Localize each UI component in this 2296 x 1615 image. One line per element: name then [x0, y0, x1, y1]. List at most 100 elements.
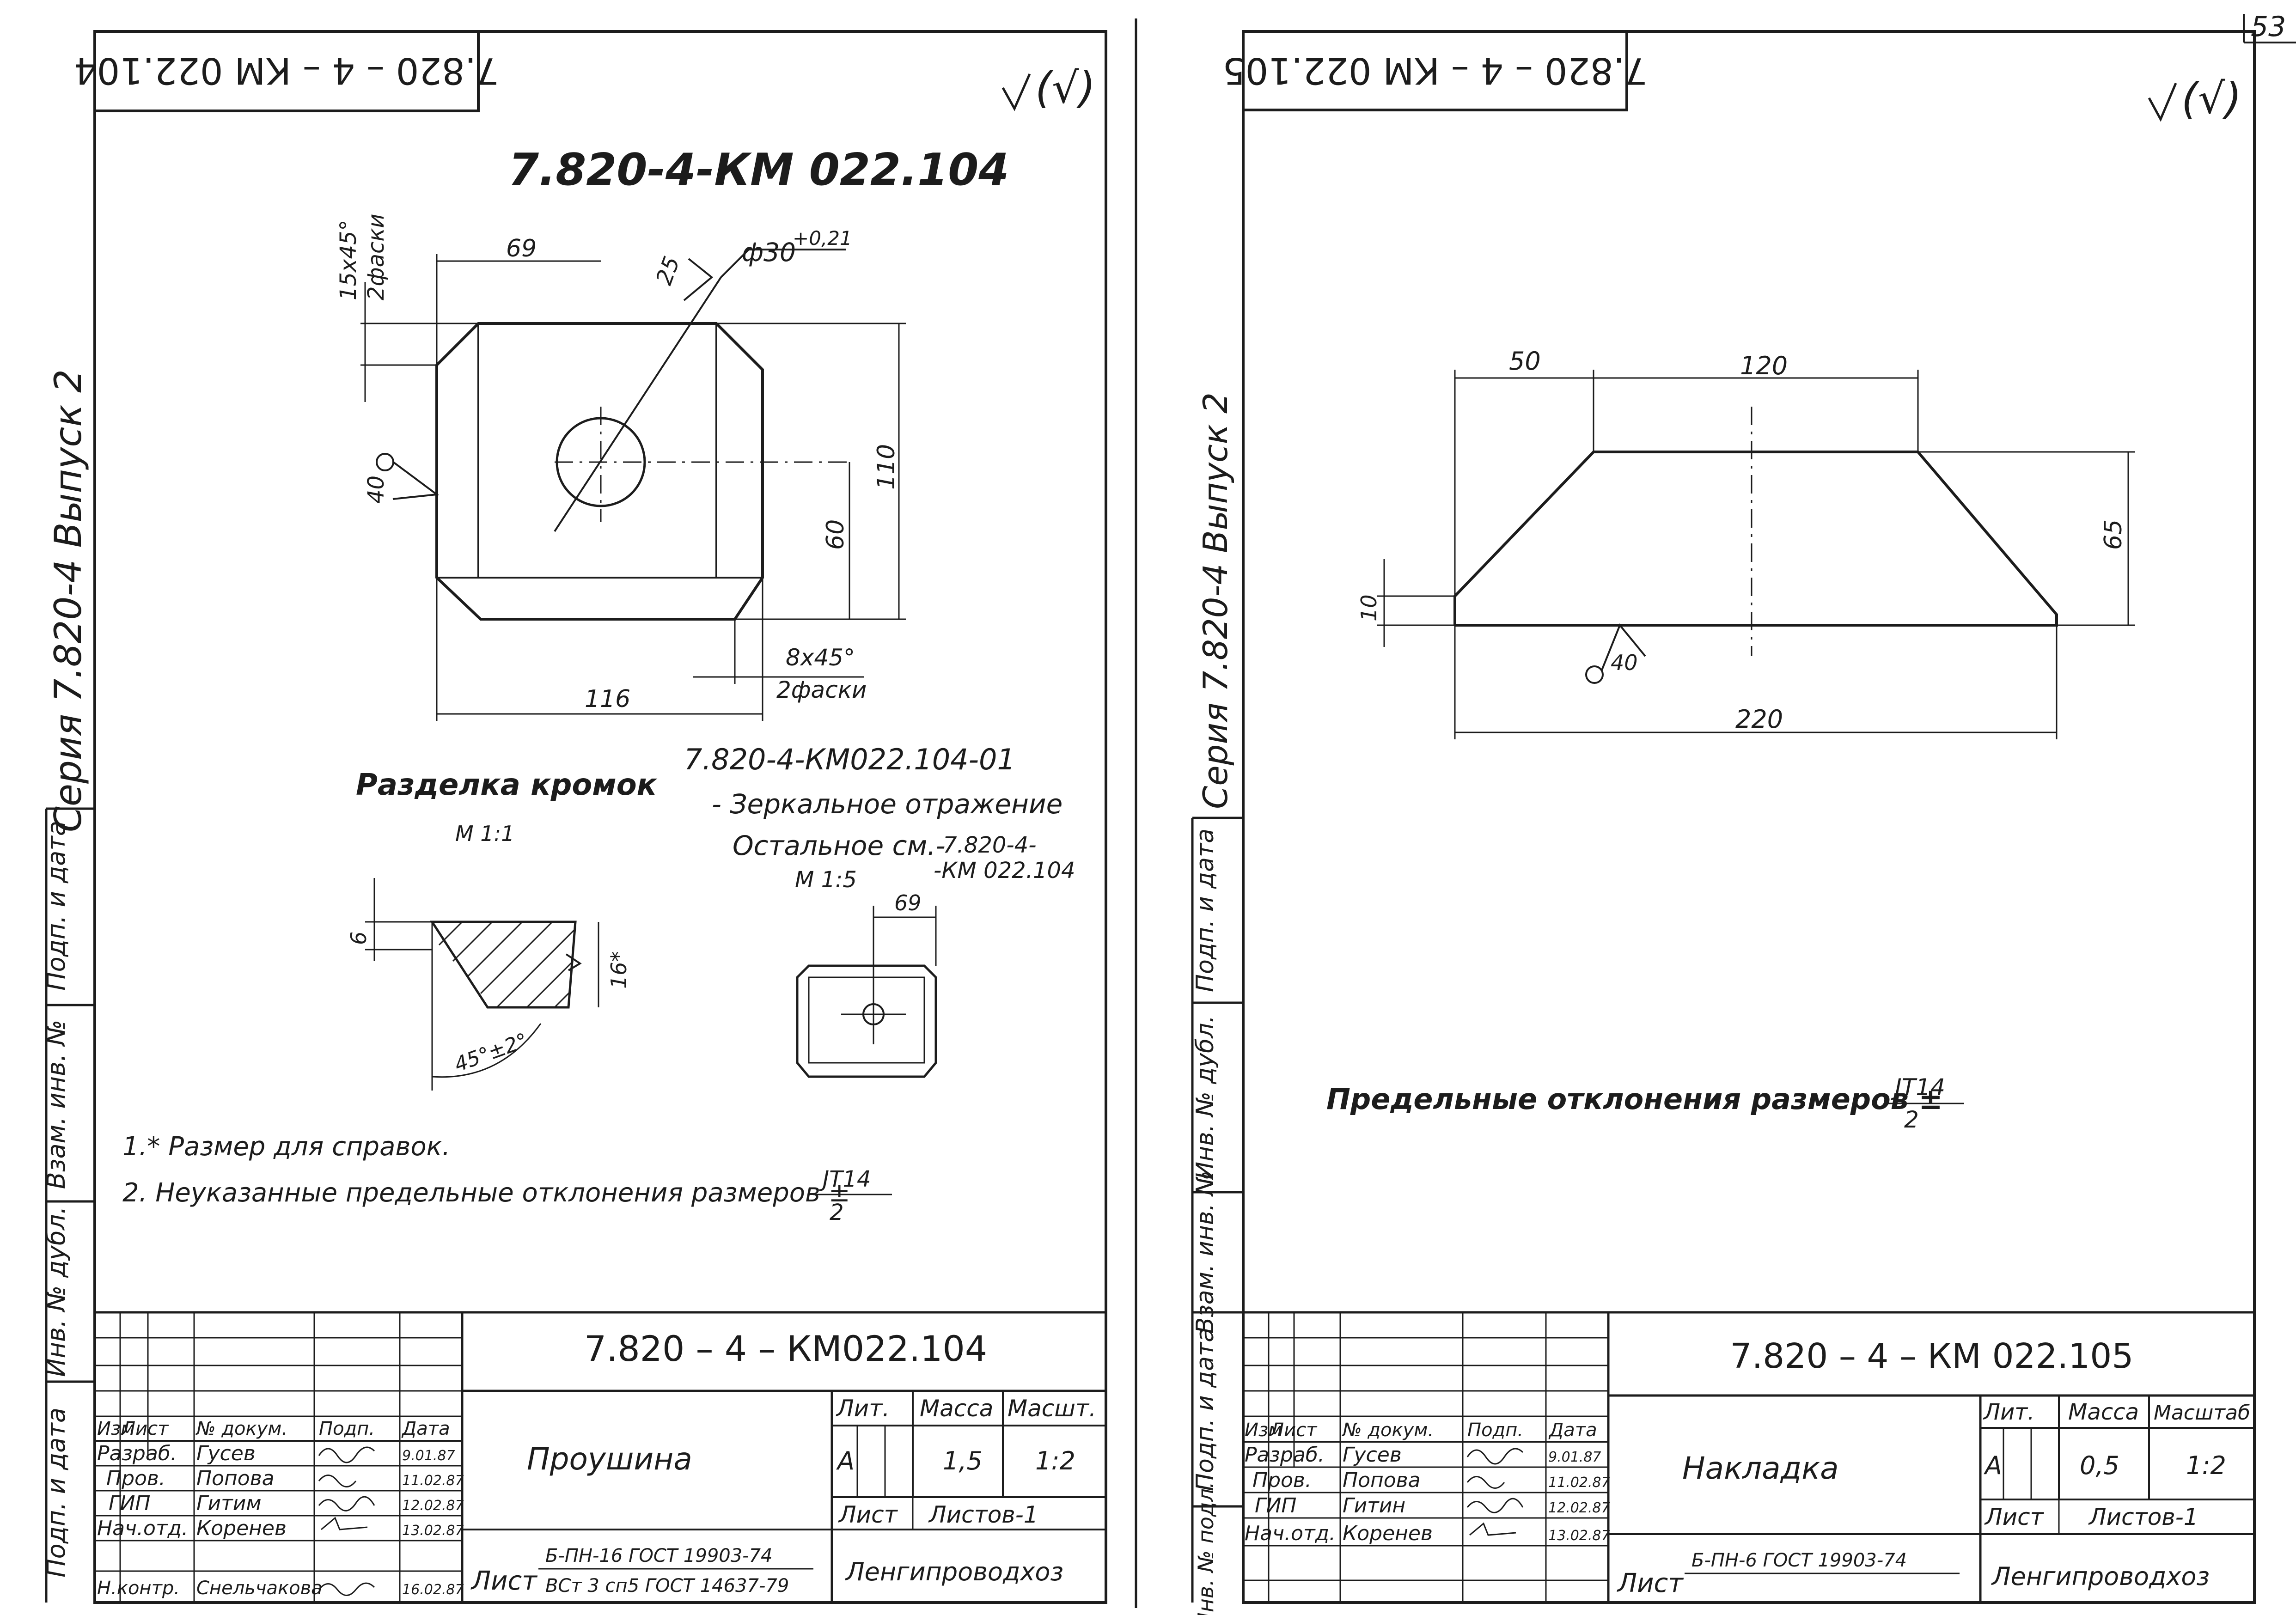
- right-side-label: Серия 7.820-4 Выпуск 2: [1196, 392, 1235, 809]
- rtb-signature-2: [1466, 1476, 1505, 1489]
- rtb-h-sign: Подп.: [1467, 1420, 1523, 1441]
- tb-role-2: Пров.: [106, 1467, 165, 1490]
- rtb-name-3: Гитин: [1343, 1494, 1405, 1517]
- tb-role-3: ГИП: [109, 1492, 151, 1515]
- rtb-name-1: Гусев: [1343, 1443, 1402, 1467]
- weld-top: 25: [651, 253, 685, 289]
- right-side-field-4: Подп. и дата: [1191, 1328, 1219, 1491]
- rtb-role-3: ГИП: [1255, 1494, 1297, 1517]
- tb-h-date: Дата: [401, 1418, 450, 1439]
- tb-scale: 1:2: [1035, 1446, 1075, 1475]
- right-tol-den: 2: [1904, 1106, 1919, 1133]
- note-tol-num: JT14: [819, 1166, 871, 1192]
- note-2: 2. Неуказанные предельные отклонения раз…: [122, 1178, 850, 1208]
- left-side-field-3: Инв. № дубл.: [42, 1206, 71, 1377]
- right-sheet: 7.820 – 4 – КМ 022.105 (√) Серия 7.820-4…: [1191, 30, 2256, 1615]
- rtb-h-date: Дата: [1548, 1420, 1597, 1441]
- right-roughness-icon: [2148, 83, 2177, 122]
- tb-signature-5: [318, 1582, 375, 1596]
- left-roughness: (√): [1035, 63, 1095, 113]
- left-roughness-icon: [1001, 73, 1031, 111]
- tb-signature-1: [318, 1446, 375, 1463]
- tb-signature-4: [321, 1517, 368, 1530]
- note-1: 1.* Размер для справок.: [122, 1132, 450, 1162]
- tb-name-4: Коренев: [196, 1517, 287, 1540]
- rtb-h-list: Лист: [1269, 1420, 1318, 1441]
- plate-inner-edges: [437, 323, 763, 579]
- rtb-h-izm: Изм: [1245, 1420, 1282, 1441]
- trapezoid-drawing: 50 120 65 10 40 220: [1356, 347, 2135, 739]
- edge-depth: 16*: [606, 951, 631, 989]
- rtb-designation: 7.820 – 4 – КМ 022.105: [1730, 1336, 2134, 1376]
- edge-break-mark: [565, 953, 582, 971]
- rest-note: Остальное см.-: [733, 830, 946, 861]
- rtb-signature-4: [1469, 1522, 1516, 1536]
- tb-h-doc: № докум.: [195, 1418, 287, 1439]
- page-number: 53: [2251, 11, 2286, 43]
- plate-drawing: ф30 +0,21 25 69 15x45° 2фаски 40 110: [336, 213, 906, 721]
- dim-bottom-width: 116: [585, 685, 630, 713]
- small-plate-inner: [808, 976, 925, 1064]
- rtb-date-1: 9.01.87: [1548, 1449, 1601, 1465]
- plate-outline: [435, 322, 764, 621]
- rtb-scale-label: Масштаб: [2154, 1401, 2250, 1425]
- right-tol-num: JT14: [1891, 1074, 1945, 1101]
- left-title-block: Изм Лист № докум. Подп. Дата Разраб. Гус…: [95, 1311, 1106, 1603]
- rtb-name-2: Попова: [1343, 1469, 1421, 1492]
- small-plate-outline: [796, 964, 937, 1078]
- tb-sheets-label: Листов-1: [928, 1501, 1038, 1528]
- right-side-field-3: Взам. инв. №: [1191, 1170, 1219, 1334]
- trap-weld: 40: [1611, 650, 1638, 675]
- right-title-block: Изм Лист № докум. Подп. Дата Разраб. Гус…: [1243, 1311, 2254, 1603]
- tb-role-5: Н.контр.: [97, 1578, 180, 1599]
- right-tolerance-text: Предельные отклонения размеров ±: [1326, 1082, 1942, 1116]
- tb-lit-label: Лит.: [836, 1395, 890, 1422]
- rtb-org: Ленгипроводхоз: [1991, 1562, 2210, 1591]
- weld-left-circle: [376, 453, 394, 471]
- rtb-mass-label: Масса: [2068, 1399, 2139, 1425]
- rtb-role-1: Разраб.: [1245, 1443, 1325, 1467]
- trap-dim-edge: 10: [1356, 594, 1381, 622]
- right-side-field-2: Инв. № дубл.: [1191, 1015, 1219, 1180]
- edge-section-outline: [430, 920, 577, 1009]
- hole-leader: [554, 276, 722, 532]
- rtb-name-4: Коренев: [1343, 1522, 1433, 1545]
- left-stamp-box: [93, 30, 480, 112]
- tb-mass: 1,5: [943, 1446, 983, 1475]
- rtb-date-2: 11.02.87: [1548, 1475, 1610, 1491]
- rtb-material-top: Б-ПН-6 ГОСТ 19903-74: [1691, 1550, 1907, 1571]
- edge-angle-arc: [432, 1023, 542, 1078]
- left-drawing-title: 7.820-4-КМ 022.104: [508, 145, 1009, 195]
- tb-name-2: Попова: [196, 1467, 275, 1490]
- rest-ref-1: 7.820-4-: [943, 832, 1037, 858]
- edge-prep-section: 6 16* 45°±2°: [346, 878, 631, 1091]
- chamfer-top-qty: 2фаски: [363, 213, 389, 300]
- rtb-material-prefix: Лист: [1617, 1568, 1684, 1598]
- left-side-field-2: Взам. инв. №: [42, 1020, 71, 1189]
- left-sheet: 7.820 – 4 – КМ 022.104 (√) Серия 7.820-4…: [42, 30, 1107, 1604]
- right-stamp-top: 7.820 – 4 – КМ 022.105: [1222, 49, 1648, 91]
- tb-signature-3: [318, 1496, 375, 1511]
- tb-name-1: Гусев: [196, 1442, 256, 1465]
- rtb-sheet-label: Лист: [1984, 1504, 2045, 1530]
- chamfer-bottom: 8x45°: [786, 644, 855, 671]
- left-side-field-1: Подп. и дата: [42, 821, 71, 991]
- rtb-signature-3: [1466, 1498, 1524, 1513]
- tb-material-bottom: ВСт 3 сп5 ГОСТ 14637-79: [545, 1575, 789, 1597]
- left-side-field-4: Подп. и дата: [42, 1408, 71, 1578]
- dim-top-width: 69: [506, 235, 537, 262]
- tb-role-4: Нач.отд.: [97, 1517, 188, 1540]
- weld-top-mark: [683, 258, 714, 301]
- tb-h-list: Лист: [121, 1418, 169, 1439]
- trap-dim-left: 50: [1509, 347, 1541, 376]
- note-tol-den: 2: [830, 1200, 844, 1225]
- rtb-date-4: 13.02.87: [1548, 1528, 1610, 1544]
- small-plate: 69: [796, 890, 937, 1078]
- tb-material-top: Б-ПН-16 ГОСТ 19903-74: [545, 1545, 773, 1566]
- hole-leader-shelf: [720, 249, 846, 278]
- tb-org: Ленгипроводхоз: [845, 1557, 1063, 1586]
- tb-h-sign: Подп.: [319, 1418, 375, 1439]
- tb-name-5: Снельчакова: [196, 1578, 323, 1599]
- edge-prep-scale: М 1:1: [455, 821, 514, 846]
- rtb-scale: 1:2: [2186, 1451, 2226, 1480]
